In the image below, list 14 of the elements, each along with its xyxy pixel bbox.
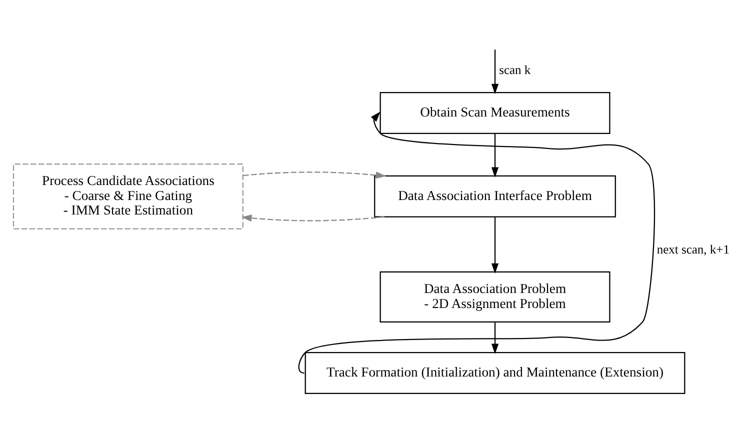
node-box: Track Formation (Initialization) and Maintenance (Extension)	[304, 352, 686, 394]
arrow	[243, 171, 386, 178]
arrow	[491, 216, 499, 274]
node-box: Data Association Problem - 2D Assignment Problem	[380, 270, 610, 322]
arrow	[491, 49, 499, 94]
arrow	[491, 322, 499, 354]
node-box: Obtain Scan Measurements	[380, 91, 610, 134]
arrow	[298, 111, 656, 373]
arrow	[241, 214, 384, 222]
node-box: Data Association Interface Problem	[374, 174, 616, 217]
arrow	[491, 133, 499, 178]
edge-label: next scan, k+1	[656, 242, 730, 256]
node-box: Process Candidate Associations - Coarse & Fine Gating - IMM State Estimation	[12, 163, 244, 229]
edge-label: scan k	[499, 62, 531, 77]
